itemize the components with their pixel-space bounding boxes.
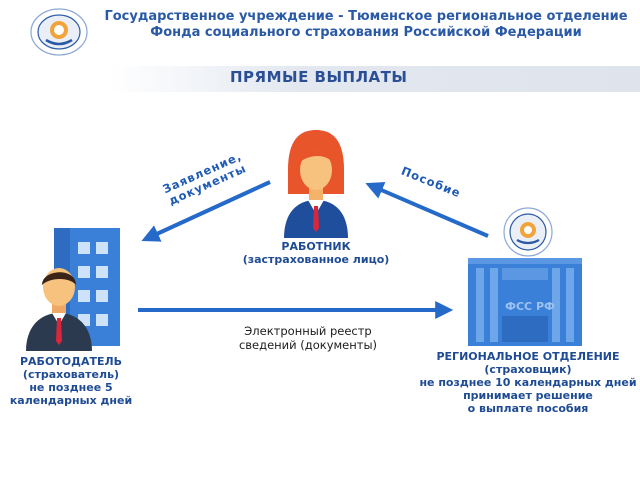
regional-building-icon xyxy=(468,258,582,346)
employee-label: РАБОТНИК (застрахованное лицо) xyxy=(230,240,402,266)
employee-label-line2: (застрахованное лицо) xyxy=(242,253,390,266)
regional-label-line2: (страховщик) xyxy=(484,363,572,376)
header-line-1: Государственное учреждение - Тюменское р… xyxy=(104,9,628,24)
employer-label-line4: календарных дней xyxy=(9,394,133,407)
employer-label-line2: (страхователь) xyxy=(22,368,120,381)
employer-label-line3: не позднее 5 xyxy=(29,381,113,394)
employer-label: РАБОТОДАТЕЛЬ (страхователь) не позднее 5… xyxy=(6,355,136,407)
employer-man-icon xyxy=(26,268,92,351)
employee-label-line1: РАБОТНИК xyxy=(281,240,351,253)
arrow-application xyxy=(141,180,271,242)
page-title: ПРЯМЫЕ ВЫПЛАТЫ xyxy=(230,68,408,86)
regional-label-line5: о выплате пособия xyxy=(467,402,589,415)
regional-building-label: ФСС РФ xyxy=(505,300,555,313)
header-line-2: Фонда социального страхования Российской… xyxy=(150,25,582,40)
employee-woman-icon xyxy=(284,130,348,238)
arrow-benefit xyxy=(365,182,489,238)
registry-label-line2: сведений (документы) xyxy=(238,338,378,352)
registry-label: Электронный реестр сведений (документы) xyxy=(218,324,398,352)
registry-label-line1: Электронный реестр xyxy=(244,324,372,338)
regional-label-line4: принимает решение xyxy=(463,389,593,402)
regional-logo-icon xyxy=(503,207,553,257)
regional-label-line3: не позднее 10 календарных дней xyxy=(419,376,637,389)
employer-label-line1: РАБОТОДАТЕЛЬ xyxy=(19,355,122,368)
regional-label: РЕГИОНАЛЬНОЕ ОТДЕЛЕНИЕ (страховщик) не п… xyxy=(410,350,640,415)
fss-logo-icon xyxy=(30,8,88,56)
regional-label-line1: РЕГИОНАЛЬНОЕ ОТДЕЛЕНИЕ xyxy=(436,350,620,363)
title-bar xyxy=(110,66,640,92)
